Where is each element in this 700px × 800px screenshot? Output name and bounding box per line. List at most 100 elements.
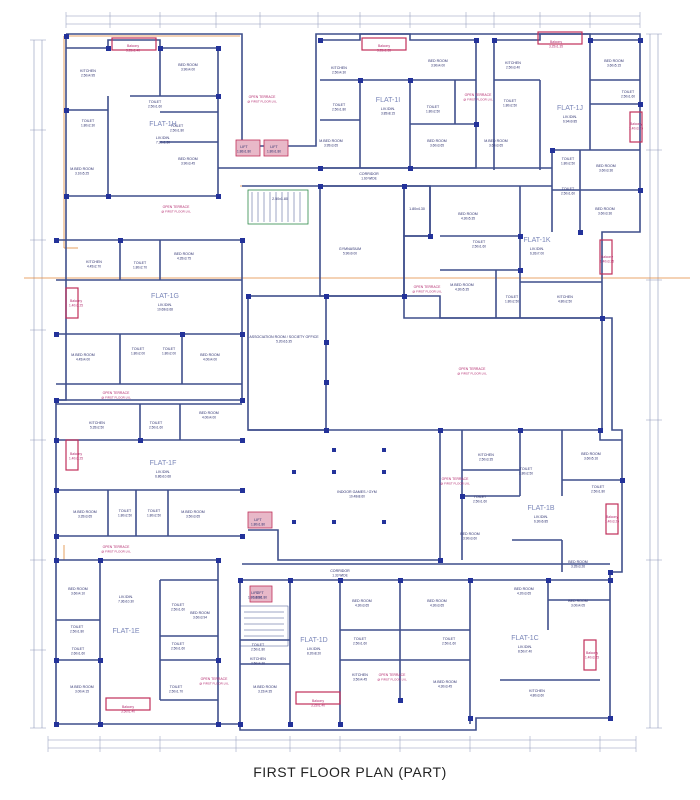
room-name: OPEN TERRACE xyxy=(103,391,130,395)
room-name: TOILET xyxy=(148,509,161,513)
room-size: 1.80x2.50 xyxy=(503,104,517,108)
room-size: 6.94x9.85 xyxy=(563,120,577,124)
room-size: 1.80x1.80 xyxy=(248,596,262,600)
room-name: BED ROOM xyxy=(604,59,624,63)
room-size: 5.20x16.35 xyxy=(276,340,292,344)
room-label-r107: OPEN TERRACE@ FIRST FLOOR LVL xyxy=(199,677,229,685)
room-label-r116: FLAT-1H xyxy=(149,121,177,128)
room-name: TOILET xyxy=(149,100,162,104)
room-name: TOILET xyxy=(119,509,132,513)
room-name: KITCHEN xyxy=(80,69,96,73)
room-size: 4.30x3.65 xyxy=(355,604,369,608)
room-size: 3.60x3.65 xyxy=(489,144,503,148)
room-size: 4.45x4.00 xyxy=(76,358,90,362)
room-name: Balcony xyxy=(70,299,82,303)
room-size: @ FIRST FLOOR LVL xyxy=(101,395,131,399)
room-size: 3.50x3.65 xyxy=(186,515,200,519)
room-name: LIV./DIN. xyxy=(563,115,577,119)
room-name: TOILET xyxy=(474,495,487,499)
room-size: 10.48x8.60 xyxy=(349,495,365,499)
room-size: 8.50x7.40 xyxy=(518,650,532,654)
room-size: 3.10x5.25 xyxy=(75,172,89,176)
room-size: 2.50x1.60 xyxy=(561,192,575,196)
room-name: LIV./DIN. xyxy=(156,136,170,140)
room-name: M.BED ROOM xyxy=(71,353,95,357)
room-size: 2.50x1.80 xyxy=(170,129,184,133)
building-walls xyxy=(55,33,641,731)
room-size: 4.80x2.50 xyxy=(558,300,572,304)
room-name: OPEN TERRACE xyxy=(163,205,190,209)
room-size: @ FIRST FLOOR LVL xyxy=(161,209,191,213)
room-name: M.BED ROOM xyxy=(484,139,508,143)
room-label-r118: FLAT-1J xyxy=(557,105,583,112)
room-size: 2.50x1.60 xyxy=(621,95,635,99)
room-size: 3.60x3.36 xyxy=(598,212,612,216)
room-size: 4.45x2.70 xyxy=(87,265,101,269)
room-label-r102: LIV./DIN.8.50x7.40 xyxy=(518,645,532,654)
room-name: BED ROOM xyxy=(178,63,198,67)
room-size: 6.30x6.85 xyxy=(534,520,548,524)
room-name: M.BED ROOM xyxy=(70,167,94,171)
room-size: 1.60 WIDE xyxy=(361,177,376,181)
room-name: TOILET xyxy=(172,603,185,607)
room-name: 1.80x4.30 xyxy=(409,207,425,211)
room-size: 4.30x5.35 xyxy=(455,288,469,292)
room-name: TOILET xyxy=(71,625,84,629)
room-name: BED ROOM xyxy=(596,164,616,168)
room-name: TOILET xyxy=(354,637,367,641)
room-name: TOILET xyxy=(252,643,265,647)
room-name: TOILET xyxy=(562,187,575,191)
room-name: KITCHEN xyxy=(529,689,545,693)
room-label-r51: LIV./DIN.10.68x3.68 xyxy=(157,303,173,312)
room-name: CORRIDOR xyxy=(359,172,379,176)
room-size: 4.80x3.60 xyxy=(530,694,544,698)
drawing-caption: FIRST FLOOR PLAN (PART) xyxy=(253,764,447,780)
room-size: 2.50x3.35 xyxy=(479,458,493,462)
room-name: TOILET xyxy=(134,261,147,265)
room-name: TOILET xyxy=(170,685,183,689)
room-name: M.BED ROOM xyxy=(450,283,474,287)
room-size: 3.35x3.65 xyxy=(78,515,92,519)
room-size: 2.50x1.80 xyxy=(251,648,265,652)
room-size: 3.90x3.60 xyxy=(463,537,477,541)
room-size: 2.50x1.60 xyxy=(472,245,486,249)
room-size: 6.26x7.00 xyxy=(530,252,544,256)
room-size: 2.50x1.60 xyxy=(473,500,487,504)
room-size: 2.50x1.60 xyxy=(171,608,185,612)
room-size: 2.50x1.60 xyxy=(171,647,185,651)
room-name: FLAT-1H xyxy=(149,121,177,128)
room-size: 2.50x4.30 xyxy=(332,71,346,75)
room-name: LIFT xyxy=(256,591,264,595)
room-name: OPEN TERRACE xyxy=(442,477,469,481)
room-name: TOILET xyxy=(82,119,95,123)
room-name: Balcony xyxy=(378,44,390,48)
room-size: @ FIRST FLOOR LVL xyxy=(457,371,487,375)
room-name: OPEN TERRACE xyxy=(465,93,492,97)
room-name: LIV./DIN. xyxy=(518,645,532,649)
room-size: @ FIRST FLOOR LVL xyxy=(377,677,407,681)
